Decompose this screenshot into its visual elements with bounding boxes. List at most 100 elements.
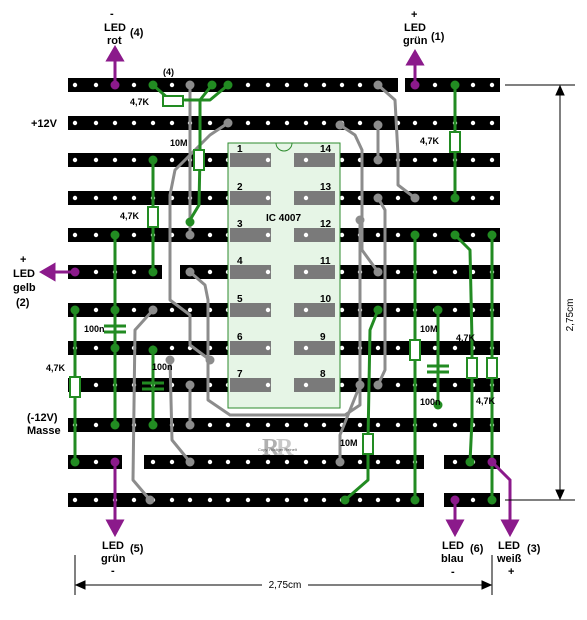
strip-hole (432, 232, 438, 238)
strip-hole (357, 120, 363, 126)
resistor-4k7-right-a (466, 357, 478, 379)
strip-hole (489, 157, 495, 163)
strip-hole (207, 497, 213, 503)
label-r-10m-left: 10M (170, 138, 188, 148)
strip-hole (245, 497, 251, 503)
ic-pad-hole (265, 345, 271, 351)
led-gelb-label-2: gelb (13, 282, 36, 294)
strip-hole (265, 459, 271, 465)
strip-hole (150, 120, 156, 126)
arrow-up-icon (555, 84, 565, 96)
strip-hole (112, 120, 118, 126)
solder-point-green (433, 400, 443, 410)
solder-point-green (487, 230, 497, 240)
strip-hole (357, 82, 363, 88)
solder-point-gray (373, 80, 383, 90)
ic-pad (294, 228, 335, 242)
solder-point-gray (185, 230, 195, 240)
resistor-10m-bottom (362, 433, 374, 455)
led-gruen5-num: (5) (130, 543, 144, 555)
dim-horizontal-label: 2,75cm (269, 580, 302, 591)
strip-hole (245, 120, 251, 126)
solder-point-green (70, 457, 80, 467)
solder-point-gray (373, 267, 383, 277)
supply-minus-12v: (-12V) (27, 412, 58, 424)
led-rot-label-2: rot (107, 35, 122, 47)
label-c-100n-mid: 100n (152, 362, 173, 372)
ic-pad-hole (265, 157, 271, 163)
strip-hole (412, 120, 418, 126)
arrow-icon (39, 262, 56, 282)
ic-pin-number: 11 (320, 256, 331, 267)
strip-hole (303, 459, 309, 465)
solder-point-gray (185, 420, 195, 430)
strip-hole (131, 497, 137, 503)
strip-hole (452, 459, 458, 465)
strip-hole (452, 345, 458, 351)
strip-hole (395, 269, 401, 275)
solder-point-green (110, 230, 120, 240)
strip-hole (225, 459, 231, 465)
supply-plus-12v: +12V (31, 118, 57, 130)
strip-hole (169, 120, 175, 126)
ic-pad-hole (303, 382, 309, 388)
ic-pad-hole (303, 345, 309, 351)
ic-pad-hole (303, 269, 309, 275)
solder-point-gray (335, 457, 345, 467)
strip-hole (321, 497, 327, 503)
ic-pad-hole (265, 232, 271, 238)
solder-point-green (410, 230, 420, 240)
strip-hole (169, 157, 175, 163)
strip-hole (169, 497, 175, 503)
led-lead-weiss (490, 460, 512, 523)
strip-hole (432, 195, 438, 201)
strip-hole (245, 459, 251, 465)
solder-points (70, 80, 497, 505)
ic-pin-number: 3 (237, 219, 243, 230)
strip-hole (395, 382, 401, 388)
components (69, 95, 498, 455)
component-labels: 4,7K (4) 10M 4,7K 100n 100n 4,7K 4,7K 10… (46, 67, 496, 448)
gray-wire (168, 121, 230, 362)
ic-pad (294, 303, 335, 317)
strip-hole (339, 157, 345, 163)
solder-point-gray (185, 267, 195, 277)
strip-hole (395, 497, 401, 503)
ic-pad (294, 191, 335, 205)
label-r-47k-left-mid: 4,7K (120, 211, 140, 221)
arrow-icon (445, 519, 465, 538)
strip-hole (375, 232, 381, 238)
resistor-4k7-left-mid (147, 206, 159, 228)
gray-wire (338, 383, 362, 464)
strip-hole (207, 459, 213, 465)
label-r-47k-right-a: 4,7K (456, 333, 476, 343)
strip-hole (395, 345, 401, 351)
strip-hole (375, 497, 381, 503)
dim-vertical-label: 2,75cm (565, 299, 576, 332)
ic-pin-number: 6 (237, 332, 243, 343)
strip-hole (93, 345, 99, 351)
solder-point-green (340, 495, 350, 505)
strip-hole (375, 459, 381, 465)
ic-pad (294, 378, 335, 392)
solder-point-green (450, 193, 460, 203)
label-r-top-left: 4,7K (130, 97, 150, 107)
led-blau-minus: - (451, 566, 455, 578)
led-blau-num: (6) (470, 543, 484, 555)
solder-point-gray (205, 355, 215, 365)
strip-hole (470, 120, 476, 126)
solder-point-green (70, 305, 80, 315)
strip-hole (207, 269, 213, 275)
led-weiss-num: (3) (527, 543, 541, 555)
strip-hole (207, 157, 213, 163)
solder-point-gray (373, 120, 383, 130)
led-rot-label-1: LED (104, 22, 126, 34)
strip-hole (375, 422, 381, 428)
strip-hole (131, 82, 137, 88)
strip-hole (131, 157, 137, 163)
arrow-left-icon (74, 580, 86, 590)
strip-hole (93, 422, 99, 428)
strip-hole (321, 422, 327, 428)
strip-hole (452, 307, 458, 313)
